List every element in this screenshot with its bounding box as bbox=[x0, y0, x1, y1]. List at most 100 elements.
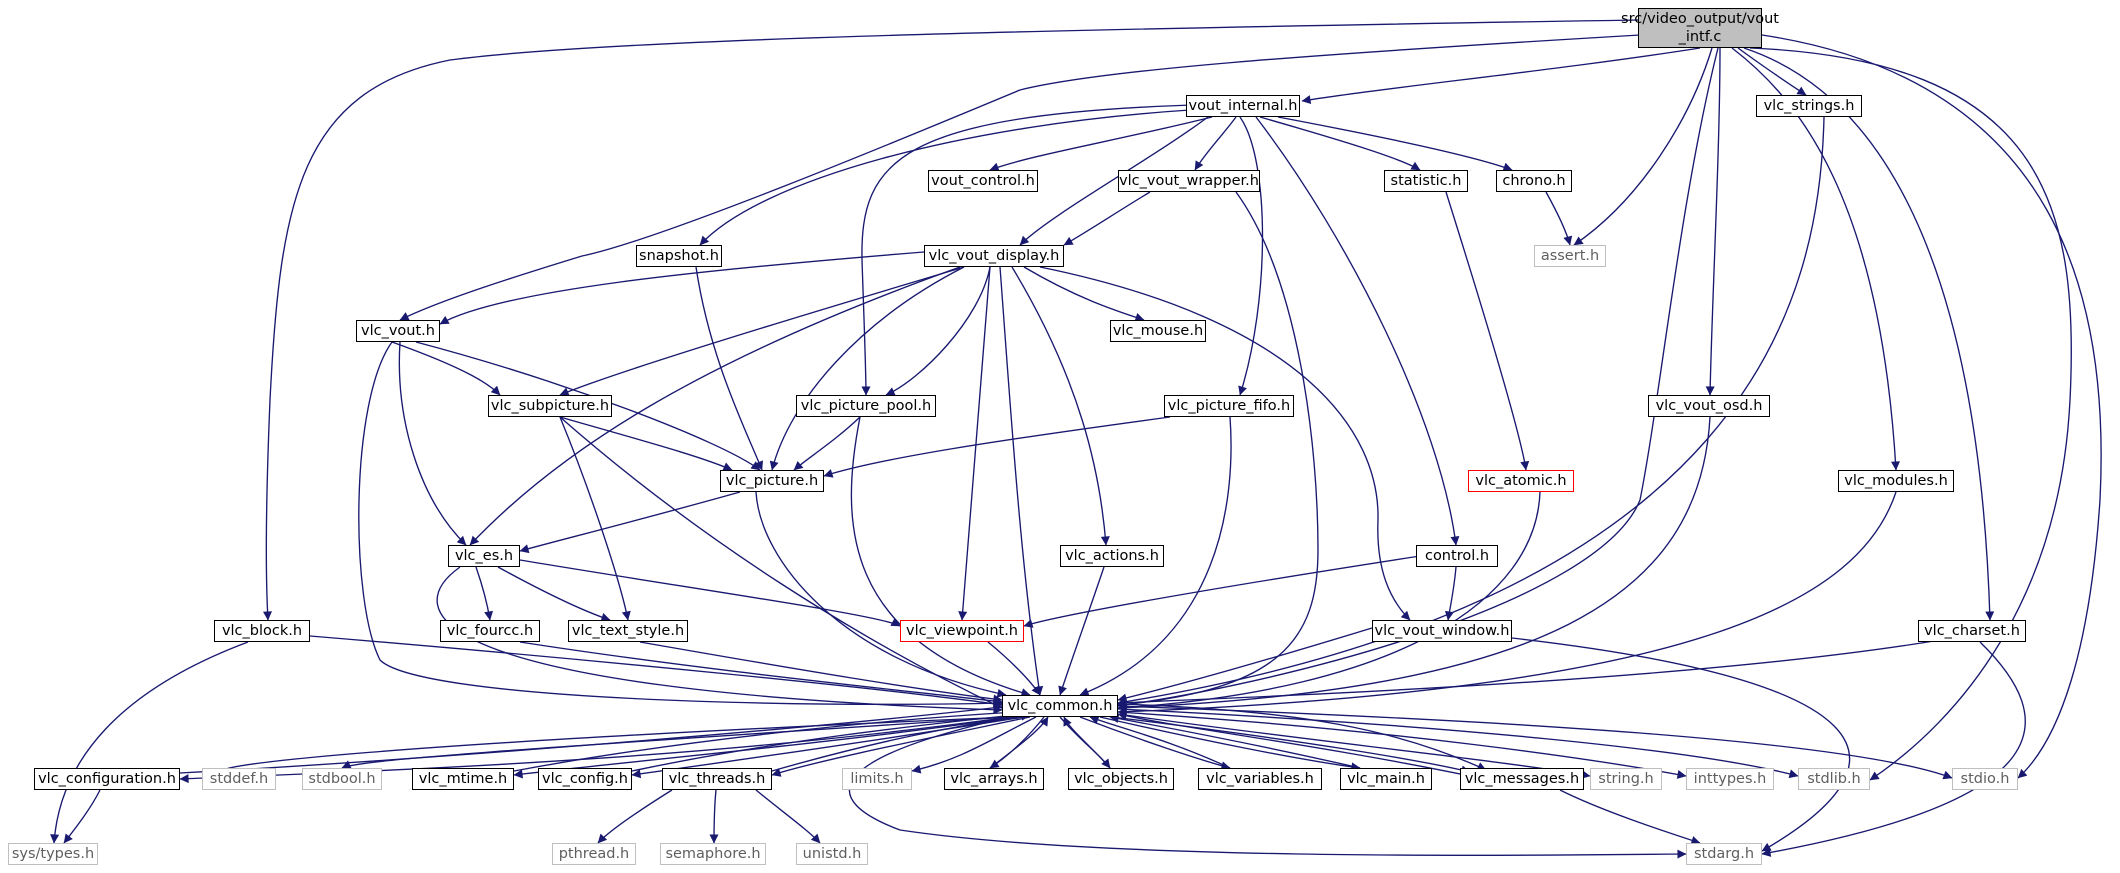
include-edge bbox=[559, 416, 631, 621]
node-pthread[interactable]: pthread.h bbox=[552, 843, 636, 865]
include-edge bbox=[1511, 637, 1851, 852]
node-vlc-config[interactable]: vlc_config.h bbox=[538, 768, 632, 790]
include-edge bbox=[639, 641, 1003, 704]
include-edge bbox=[1705, 47, 1721, 396]
node-vlc-viewpoint[interactable]: vlc_viewpoint.h bbox=[900, 620, 1024, 642]
node-vlc-main[interactable]: vlc_main.h bbox=[1340, 768, 1432, 790]
node-assert[interactable]: assert.h bbox=[1534, 245, 1606, 267]
include-edge bbox=[1058, 566, 1105, 696]
include-edge bbox=[1117, 491, 1541, 712]
include-edge bbox=[415, 341, 761, 471]
root-file-label-line1: src/video_output/vout bbox=[1621, 11, 1779, 27]
include-edge bbox=[885, 266, 991, 396]
node-vout-internal[interactable]: vout_internal.h bbox=[1186, 95, 1300, 117]
include-edge bbox=[179, 702, 1011, 774]
include-edge bbox=[771, 716, 1031, 777]
include-edge bbox=[1063, 191, 1151, 246]
include-edge bbox=[999, 266, 1044, 696]
node-vlc-threads[interactable]: vlc_threads.h bbox=[662, 768, 772, 790]
include-edge bbox=[793, 416, 861, 471]
node-vlc-atomic[interactable]: vlc_atomic.h bbox=[1468, 470, 1574, 492]
include-edge bbox=[559, 416, 1003, 709]
node-vlc-arrays[interactable]: vlc_arrays.h bbox=[944, 768, 1044, 790]
include-edge bbox=[987, 641, 1041, 696]
include-edge bbox=[1019, 116, 1209, 246]
include-edge bbox=[1089, 715, 1231, 769]
include-edge bbox=[179, 716, 1011, 784]
node-string[interactable]: string.h bbox=[1590, 768, 1662, 790]
node-vlc-strings[interactable]: vlc_strings.h bbox=[1756, 95, 1862, 117]
include-edge bbox=[309, 635, 1003, 709]
node-vlc-picture-pool[interactable]: vlc_picture_pool.h bbox=[796, 395, 936, 417]
node-vlc-actions[interactable]: vlc_actions.h bbox=[1060, 545, 1164, 567]
node-vlc-vout-wrapper[interactable]: vlc_vout_wrapper.h bbox=[1118, 170, 1260, 192]
include-edge bbox=[695, 266, 764, 471]
include-edge bbox=[1117, 191, 1319, 709]
node-statistic[interactable]: statistic.h bbox=[1384, 170, 1468, 192]
include-edge bbox=[1749, 47, 2073, 781]
include-edge bbox=[1731, 47, 1900, 471]
include-edge bbox=[1444, 566, 1457, 621]
node-vlc-messages[interactable]: vlc_messages.h bbox=[1460, 768, 1584, 790]
include-edge bbox=[1039, 266, 1411, 621]
include-edge bbox=[559, 266, 965, 396]
include-edge bbox=[341, 716, 1011, 769]
node-inttypes[interactable]: inttypes.h bbox=[1686, 768, 1774, 790]
include-edge bbox=[439, 251, 925, 325]
include-edge bbox=[1023, 266, 1145, 322]
node-vlc-fourcc[interactable]: vlc_fourcc.h bbox=[440, 620, 540, 642]
node-vlc-subpicture[interactable]: vlc_subpicture.h bbox=[488, 395, 612, 417]
include-edge bbox=[263, 19, 1641, 621]
node-vlc-block[interactable]: vlc_block.h bbox=[214, 620, 310, 642]
node-vlc-vout-display[interactable]: vlc_vout_display.h bbox=[924, 245, 1064, 267]
node-limits[interactable]: limits.h bbox=[842, 768, 912, 790]
include-edge bbox=[519, 641, 1003, 706]
include-edge bbox=[1079, 716, 1231, 771]
include-edge bbox=[1737, 47, 1807, 96]
node-control[interactable]: control.h bbox=[1416, 545, 1498, 567]
node-vlc-configuration[interactable]: vlc_configuration.h bbox=[34, 768, 180, 790]
node-vlc-vout-osd[interactable]: vlc_vout_osd.h bbox=[1648, 395, 1770, 417]
node-vlc-es[interactable]: vlc_es.h bbox=[448, 545, 520, 567]
root-file-node[interactable]: src/video_output/vout _intf.c bbox=[1621, 8, 1779, 48]
node-stdlib[interactable]: stdlib.h bbox=[1798, 768, 1870, 790]
node-vlc-common[interactable]: vlc_common.h bbox=[1002, 695, 1118, 717]
node-snapshot[interactable]: snapshot.h bbox=[636, 245, 722, 267]
include-edge bbox=[50, 641, 249, 844]
node-semaphore[interactable]: semaphore.h bbox=[660, 843, 766, 865]
include-edge bbox=[519, 559, 901, 627]
node-vlc-mouse[interactable]: vlc_mouse.h bbox=[1110, 320, 1206, 342]
node-vlc-mtime[interactable]: vlc_mtime.h bbox=[412, 768, 514, 790]
node-vlc-objects[interactable]: vlc_objects.h bbox=[1068, 768, 1174, 790]
node-stddef[interactable]: stddef.h bbox=[202, 768, 276, 790]
node-vlc-variables[interactable]: vlc_variables.h bbox=[1198, 768, 1322, 790]
include-edge bbox=[1301, 47, 1701, 105]
include-edge bbox=[469, 266, 961, 546]
include-edge bbox=[475, 566, 494, 621]
node-unistd[interactable]: unistd.h bbox=[796, 843, 868, 865]
node-stdarg[interactable]: stdarg.h bbox=[1686, 843, 1762, 865]
node-vlc-charset[interactable]: vlc_charset.h bbox=[1918, 620, 2026, 642]
node-stdbool[interactable]: stdbool.h bbox=[302, 768, 382, 790]
node-vout-control[interactable]: vout_control.h bbox=[928, 170, 1038, 192]
node-chrono[interactable]: chrono.h bbox=[1496, 170, 1572, 192]
include-edge bbox=[1117, 116, 1825, 707]
include-edge bbox=[1743, 47, 1995, 621]
include-edge bbox=[436, 566, 1003, 715]
node-vlc-picture[interactable]: vlc_picture.h bbox=[720, 470, 824, 492]
include-edge bbox=[559, 416, 733, 471]
node-vlc-vout[interactable]: vlc_vout.h bbox=[356, 320, 440, 342]
include-edge bbox=[1063, 716, 1111, 769]
node-sys-types[interactable]: sys/types.h bbox=[8, 843, 98, 865]
include-edge bbox=[358, 341, 1003, 708]
include-edge bbox=[1117, 416, 1711, 713]
include-edge bbox=[1445, 191, 1530, 471]
node-vlc-picture-fifo[interactable]: vlc_picture_fifo.h bbox=[1164, 395, 1294, 417]
include-edge bbox=[1573, 47, 1713, 246]
node-vlc-vout-window[interactable]: vlc_vout_window.h bbox=[1372, 620, 1512, 642]
node-vlc-text-style[interactable]: vlc_text_style.h bbox=[568, 620, 688, 642]
node-stdio[interactable]: stdio.h bbox=[1952, 768, 2018, 790]
include-edge bbox=[1011, 266, 1110, 546]
node-vlc-modules[interactable]: vlc_modules.h bbox=[1838, 470, 1954, 492]
include-edge bbox=[989, 716, 1045, 769]
